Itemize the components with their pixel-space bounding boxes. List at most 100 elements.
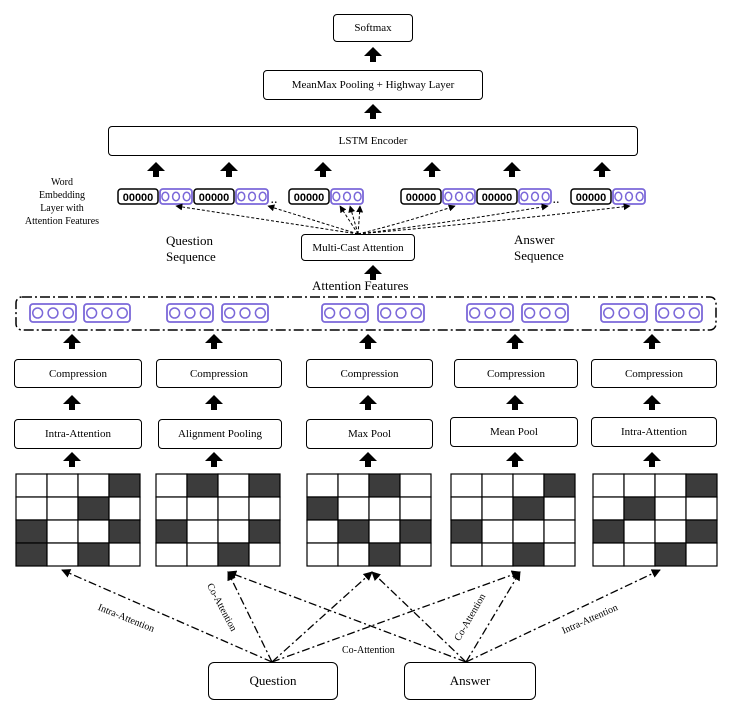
arrow-label-co-center: Co-Attention	[342, 645, 395, 656]
word-vector-text: 00000	[406, 192, 437, 204]
attention-feature-3-2	[377, 303, 425, 323]
attention-feature-4-1-frame	[466, 303, 514, 323]
up-arrow-operation-1-head	[63, 395, 81, 404]
attention-matrix-4	[450, 473, 576, 567]
up-arrow-compression-4-head	[506, 334, 524, 343]
up-arrow-lstm-3-head	[314, 162, 332, 171]
up-arrow-lstm-5-head	[503, 162, 521, 171]
matrix-cell-light	[512, 473, 545, 498]
attention-feature-2-1	[166, 303, 214, 323]
matrix-cell-light	[337, 473, 370, 498]
up-arrow-lstm-2	[220, 162, 238, 177]
matrix-cell-light	[399, 542, 432, 567]
co-attention-arrow-q-1	[227, 571, 273, 663]
attention-feature-2-1-frame	[166, 303, 214, 323]
attention-feature-1-2	[83, 303, 131, 323]
up-arrow-lstm-5-shaft	[509, 170, 515, 177]
matrix-cell-light	[368, 496, 401, 521]
operation-box-max-pool: Max Pool	[306, 419, 433, 449]
matrix-cell-dark	[512, 542, 545, 567]
up-arrow-pooling-head	[364, 104, 382, 113]
matrix-cell-light	[248, 496, 281, 521]
up-arrow-compression-2-shaft	[211, 342, 217, 349]
matrix-cell-light	[108, 542, 141, 567]
feature-vector-box	[330, 188, 364, 205]
matrix-cell-light	[155, 542, 188, 567]
feature-vector-box-unit	[161, 191, 170, 202]
feature-vector-box-unit	[465, 191, 474, 202]
matrix-cell-light	[46, 519, 79, 544]
up-arrow-compression-1-head	[63, 334, 81, 343]
up-arrow-pooling	[364, 104, 382, 119]
answer-sequence-line1: Answer	[514, 232, 555, 247]
attention-feature-4-2-unit	[554, 307, 566, 319]
matrix-cell-dark	[592, 519, 625, 544]
operation-box-intra-attention-answer: Intra-Attention	[591, 417, 717, 447]
attention-feature-4-2-unit	[539, 307, 551, 319]
matrix-cell-light	[155, 473, 188, 498]
matrix-cell-light	[623, 542, 656, 567]
attention-feature-2-2-unit	[254, 307, 266, 319]
attention-feature-1-2-unit	[101, 307, 113, 319]
up-arrow-operation-5-shaft	[649, 403, 655, 410]
matrix-cell-light	[543, 519, 576, 544]
softmax-box: Softmax	[333, 14, 413, 42]
matrix-cell-light	[512, 519, 545, 544]
up-arrow-operation-2-head	[205, 395, 223, 404]
up-arrow-lstm-3	[314, 162, 332, 177]
up-arrow-matrix-4-shaft	[512, 460, 518, 467]
matrix-cell-dark	[77, 496, 110, 521]
feature-vector-box-unit	[454, 191, 464, 202]
feature-vector-box-unit	[624, 191, 634, 202]
matrix-cell-light	[481, 473, 514, 498]
attention-feature-4-1-unit	[469, 307, 481, 319]
attention-feature-5-2-unit	[673, 307, 685, 319]
lstm-encoder-box: LSTM Encoder	[108, 126, 638, 156]
matrix-cell-light	[481, 496, 514, 521]
up-arrow-operation-2-shaft	[211, 403, 217, 410]
attention-feature-4-1-unit	[484, 307, 496, 319]
matrix-cell-light	[685, 496, 718, 521]
up-arrow-multicast-shaft	[370, 273, 376, 280]
embedding-token-1: 00000	[117, 188, 193, 205]
matrix-cell-light	[399, 473, 432, 498]
compression-box-3: Compression	[306, 359, 433, 388]
up-arrow-matrix-5	[643, 452, 661, 467]
matrix-cell-light	[592, 473, 625, 498]
matrix-cell-dark	[512, 496, 545, 521]
matrix-cell-dark	[368, 542, 401, 567]
embedding-label: Word Embedding Layer with Attention Feat…	[14, 176, 110, 228]
attention-feature-5-1-frame	[600, 303, 648, 323]
attention-feature-4-2-frame	[521, 303, 569, 323]
word-vector-box	[476, 188, 518, 205]
matrix-cell-dark	[654, 542, 687, 567]
feature-vector-box-unit	[171, 191, 181, 202]
matrix-cell-light	[155, 496, 188, 521]
feature-vector-box-frame	[518, 188, 552, 205]
matrix-cell-light	[337, 496, 370, 521]
matrix-cell-light	[77, 473, 110, 498]
embedding-label-line2: Embedding	[38, 190, 86, 201]
multi-cast-attention-box: Multi-Cast Attention	[301, 234, 415, 261]
matrix-cell-dark	[217, 542, 250, 567]
compression-box-4: Compression	[454, 359, 578, 388]
up-arrow-compression-2-head	[205, 334, 223, 343]
attention-feature-5-1	[600, 303, 648, 323]
matrix-cell-dark	[15, 542, 48, 567]
up-arrow-softmax	[364, 47, 382, 62]
matrix-cell-light	[654, 519, 687, 544]
up-arrow-lstm-1-shaft	[153, 170, 159, 177]
up-arrow-compression-2	[205, 334, 223, 349]
matrix-cell-light	[592, 542, 625, 567]
up-arrow-operation-3	[359, 395, 377, 410]
attention-feature-1-1-unit	[47, 307, 59, 319]
attention-features-label: Attention Features	[312, 278, 409, 293]
attention-feature-3-2-frame	[377, 303, 425, 323]
matrix-cell-light	[592, 496, 625, 521]
up-arrow-compression-5-shaft	[649, 342, 655, 349]
embedding-token-4: 00000	[400, 188, 476, 205]
dashed-feature-arrow-2	[267, 204, 359, 235]
attention-feature-4-2	[521, 303, 569, 323]
up-arrow-lstm-6	[593, 162, 611, 177]
matrix-cell-light	[46, 496, 79, 521]
